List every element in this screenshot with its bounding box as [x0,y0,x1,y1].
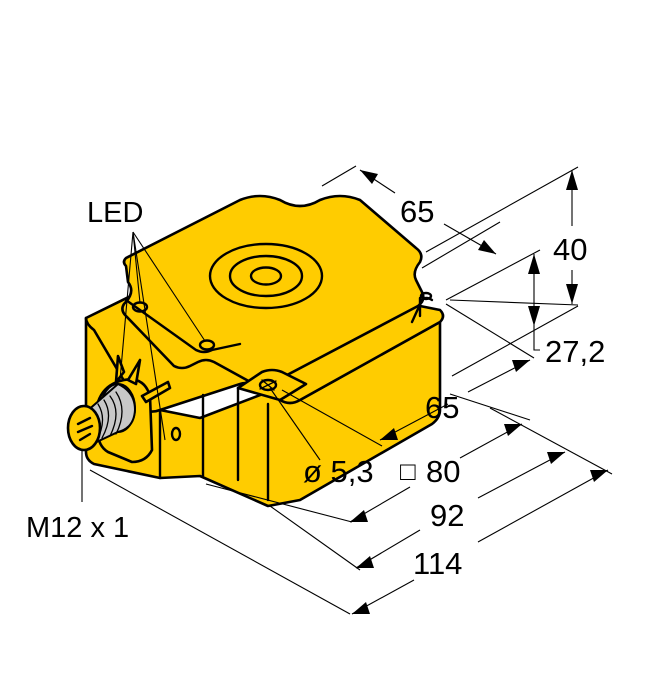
sensor-housing [84,194,445,508]
housing-front-face [84,316,442,508]
dim-mounting-depth [281,303,535,447]
dim-total-height-value: 40 [553,232,587,267]
connector-latch-2 [126,358,142,386]
dim-hole-diameter-value: ø 5,3 [303,454,374,489]
connector-face [66,404,102,452]
front-mounting-ear [236,368,308,402]
dim-face-square-symbol: □ [400,456,416,486]
connector-label: M12 x 1 [26,512,129,544]
dim-width-92 [269,407,613,571]
front-mounting-hole [258,378,278,392]
led-leader-lines [119,231,206,442]
dim-total-height [425,166,579,306]
dim-overall-length-value: 114 [413,546,462,581]
led-window-2 [198,339,216,351]
connector-latch-3 [140,380,172,404]
housing-top-edge [124,298,242,354]
right-mounting-hole [419,291,433,301]
dim-body-height [445,249,579,377]
dim-face-square-value: 80 [426,454,460,489]
dim-top-depth [321,165,501,269]
m12-connector [66,354,172,464]
led-window-3 [170,426,182,442]
sensing-face-rings [208,242,324,310]
connector-pins [76,416,94,442]
dim-face-square [205,393,531,523]
dim-mounting-depth-value: 65 [425,390,459,425]
housing-top-face [121,194,425,388]
led-label: LED [87,197,143,229]
dim-top-depth-value: 65 [400,194,434,229]
dim-body-height-value: 27,2 [545,334,605,369]
dim-hole-diameter [269,387,321,461]
dim-overall-length [89,469,609,615]
dim-width-92-value: 92 [430,498,464,533]
